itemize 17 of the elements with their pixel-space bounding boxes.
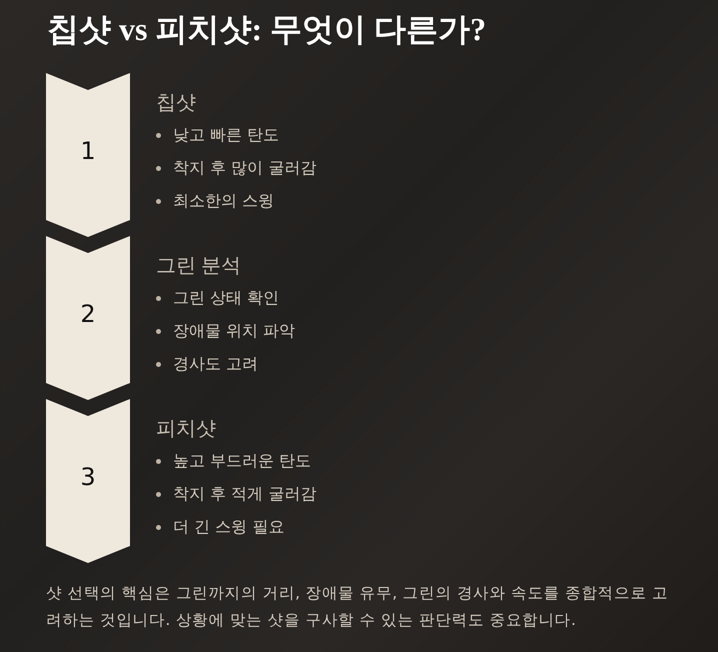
step-heading: 그린 분석 bbox=[156, 254, 242, 279]
bullet-text: 그린 상태 확인 bbox=[173, 288, 280, 307]
bullet-text: 높고 부드러운 탄도 bbox=[173, 451, 312, 470]
step-heading: 피치샷 bbox=[156, 417, 217, 442]
step-number: 3 bbox=[79, 463, 97, 491]
step-heading: 칩샷 bbox=[156, 91, 197, 116]
bullet-text: 착지 후 적게 굴러감 bbox=[173, 484, 316, 503]
bullet-text: 장애물 위치 파악 bbox=[173, 321, 296, 340]
bullet-text: 경사도 고려 bbox=[173, 354, 258, 373]
caption: 샷 선택의 핵심은 그린까지의 거리, 장애물 유무, 그린의 경사와 속도를 종합적으로 고려하는 것입니다. 상황에 맞는 샷을 구사할 수 있는 판단력도 중요합니다. bbox=[46, 583, 670, 631]
step-number: 2 bbox=[79, 300, 97, 328]
bullet-text: 더 긴 스윙 필요 bbox=[173, 517, 284, 536]
title: 칩샷 vs 피치샷: 무엇이 다른가? bbox=[47, 10, 486, 49]
bullet-text: 착지 후 많이 굴러감 bbox=[173, 158, 316, 177]
bullet-text: 낮고 빠른 탄도 bbox=[173, 125, 280, 144]
bullet-text: 최소한의 스윙 bbox=[173, 191, 274, 210]
step-number: 1 bbox=[79, 137, 97, 165]
